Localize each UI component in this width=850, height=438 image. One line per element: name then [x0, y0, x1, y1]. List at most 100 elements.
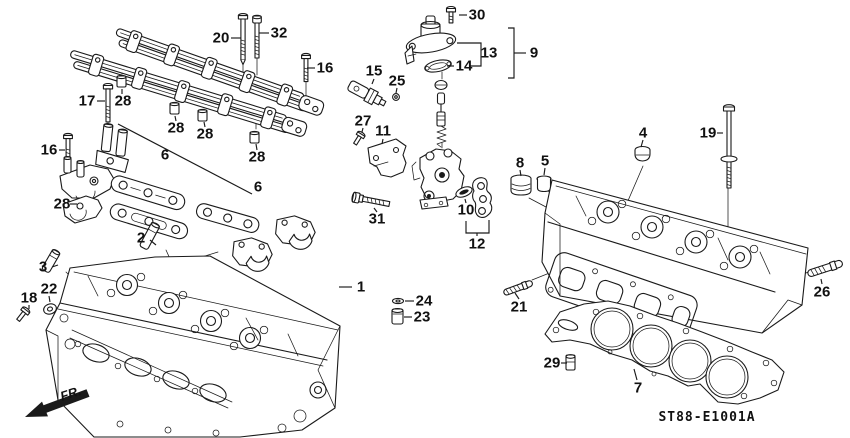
leader-line-2 [149, 239, 157, 246]
part-label-27: 27 [355, 113, 372, 130]
leader-line-12 [465, 220, 490, 234]
part-label-29: 29 [544, 355, 561, 372]
fr-direction: FR. [25, 383, 90, 417]
sensor-15 [347, 80, 387, 107]
diagram-code: ST88-E1001A [658, 410, 755, 425]
filter-10 [455, 186, 473, 198]
gasket-12 [471, 177, 493, 218]
fr-label: FR. [58, 383, 83, 404]
valve-guide-2 [139, 221, 161, 250]
cam-cap-right-upper [275, 215, 316, 250]
rocker-shaft-assembly-upper [115, 28, 325, 116]
leader-line-4 [640, 139, 644, 148]
fr-arrow-icon [25, 389, 90, 417]
dowel-pin-29 [565, 354, 576, 371]
bracket-11 [367, 138, 407, 178]
bolt-18 [16, 306, 31, 323]
cam-cap-left-upper [59, 155, 115, 202]
leader-line-3 [51, 264, 59, 268]
leader-line-5 [543, 167, 546, 176]
part-label-24: 24 [416, 293, 433, 310]
part-label-4: 4 [639, 125, 648, 142]
leader-line-22 [48, 295, 51, 303]
part-label-12: 12 [469, 236, 486, 253]
rocker-shaft-assembly-lower [70, 50, 308, 137]
gasket-14 [424, 59, 452, 73]
part-label-31: 31 [369, 211, 386, 228]
bolt-20 [237, 13, 249, 66]
valve-guide-3 [41, 248, 61, 273]
part-label-22: 22 [41, 281, 58, 298]
washer-24 [391, 297, 405, 305]
part-label-30: 30 [469, 7, 486, 24]
spool-valve-body [411, 148, 465, 210]
leader-line-8 [519, 169, 522, 177]
leader-line-13 [457, 42, 482, 67]
leader-line-15 [371, 78, 375, 85]
cylinder-head-left [45, 255, 341, 438]
leader-line-26 [820, 278, 823, 285]
part-label-26: 26 [814, 284, 831, 301]
part-label-16: 16 [41, 142, 58, 159]
part-label-14: 14 [456, 58, 473, 75]
leader-line-10 [464, 198, 467, 204]
part-label-11: 11 [375, 123, 391, 140]
part-label-25: 25 [389, 73, 406, 90]
part-label-18: 18 [21, 290, 38, 307]
part-label-28: 28 [54, 196, 71, 213]
part-label-5: 5 [541, 153, 549, 170]
cam-holder-towers [95, 123, 129, 174]
part-label-7: 7 [634, 380, 642, 397]
cap-23 [391, 307, 404, 325]
bolt-16-right [301, 52, 311, 83]
part-label-6: 6 [254, 179, 262, 196]
bolt-19 [720, 104, 738, 189]
spool-valve-internals [434, 79, 448, 148]
part-label-1: 1 [357, 279, 365, 296]
part-label-28: 28 [168, 120, 185, 137]
cam-cap-left-lower [62, 195, 103, 224]
part-label-20: 20 [213, 30, 230, 47]
cam-holder-bars [109, 175, 260, 240]
washer-25 [392, 93, 400, 101]
part-label-10: 10 [458, 202, 475, 219]
cap-nut-4 [634, 145, 651, 162]
stud-21 [503, 280, 533, 296]
part-label-13: 13 [481, 45, 498, 62]
part-label-23: 23 [414, 309, 431, 326]
leader-line-31 [373, 207, 378, 213]
part-label-32: 32 [271, 25, 288, 42]
leader-line-7 [633, 368, 638, 381]
part-label-6: 6 [161, 147, 169, 164]
bolt-31 [351, 191, 391, 207]
cam-cap-right-lower [232, 237, 273, 272]
part-label-28: 28 [249, 149, 266, 166]
leader-line-28 [174, 115, 177, 122]
leader-line-28 [255, 143, 258, 151]
leader-line-25 [395, 87, 398, 94]
leader-line-27 [361, 127, 364, 133]
part-label-19: 19 [700, 125, 717, 142]
part-label-17: 17 [79, 93, 96, 110]
part-label-9: 9 [530, 45, 538, 62]
washer-22 [43, 303, 57, 315]
part-label-2: 2 [137, 230, 145, 247]
head-gasket-7 [544, 300, 785, 405]
cap-5 [536, 175, 552, 193]
bolt-30 [445, 5, 457, 24]
part-label-3: 3 [39, 259, 47, 276]
part-label-8: 8 [516, 155, 524, 172]
part-label-15: 15 [366, 63, 383, 80]
part-label-28: 28 [115, 93, 132, 110]
leader-line-21 [514, 292, 520, 300]
leader-line-11 [381, 138, 384, 145]
part-label-16: 16 [317, 60, 334, 77]
leader-line-6 [117, 123, 253, 195]
leader-line-28 [203, 121, 206, 128]
bolt-17 [102, 82, 114, 123]
stud-26 [807, 259, 843, 277]
cylinder-head-right [541, 179, 809, 341]
